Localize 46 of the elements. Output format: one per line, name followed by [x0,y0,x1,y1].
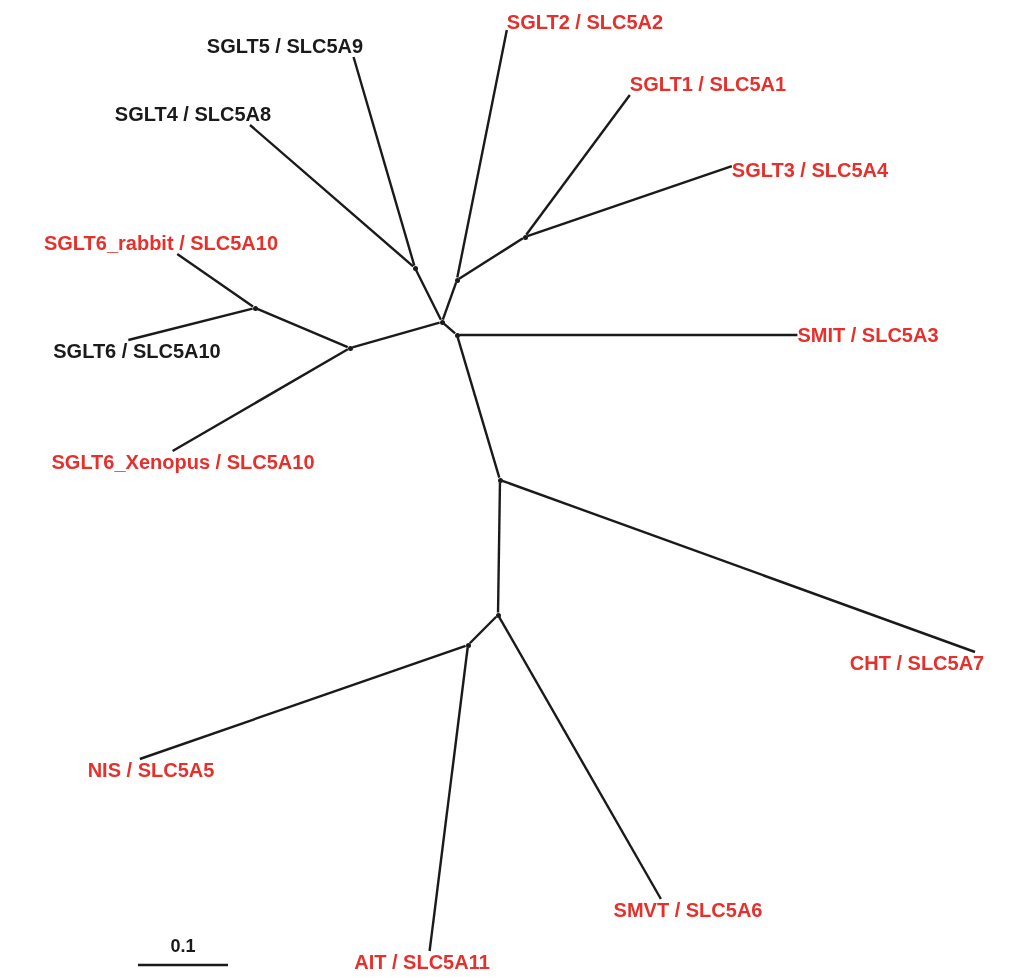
tree-branch [176,253,254,308]
tree-branch [415,269,442,321]
tree-branch [352,56,416,266]
branch-point [497,477,503,483]
tree-branch [256,307,349,349]
taxon-label: SGLT2 / SLC5A2 [506,11,664,33]
tree-branch [525,94,631,236]
tree-branch [501,479,976,654]
taxon-label: SGLT6_Xenopus / SLC5A10 [51,451,315,473]
tree-branch [498,616,662,900]
tree-branch [456,29,508,278]
branch-point [252,305,258,311]
taxon-label: SGLT6_rabbit / SLC5A10 [43,232,279,254]
taxon-label: SMIT / SLC5A3 [797,324,939,346]
branch-point [465,642,471,648]
branch-point [439,319,445,325]
tree-branch [443,322,456,335]
branch-point [522,234,528,240]
tree-branch [496,482,502,613]
taxon-label: SGLT5 / SLC5A9 [206,35,364,57]
tree-branch [456,337,501,478]
tree-branch [458,237,524,280]
tree-branch [459,333,798,337]
taxon-label: SGLT6 / SLC5A10 [53,340,221,362]
tree-branch [428,647,469,952]
tree-branch [441,281,458,321]
tree-branch [352,321,440,349]
tree-branch [468,615,498,645]
branch-point [347,345,353,351]
branch-point [454,277,460,283]
branch-point [412,265,418,271]
taxon-label: AIT / SLC5A11 [354,951,490,973]
taxon-label: SGLT3 / SLC5A4 [731,159,889,181]
branch-point [454,332,460,338]
taxon-label: NIS / SLC5A5 [87,759,215,781]
taxon-label: SMVT / SLC5A6 [613,899,763,921]
tree-branch [139,644,467,761]
taxon-label: SGLT4 / SLC5A8 [114,103,272,125]
tree-branch [172,348,349,453]
tree-branch [249,124,414,268]
taxon-label: SGLT1 / SLC5A1 [629,73,787,95]
taxon-label: CHT / SLC5A7 [849,652,985,674]
tree-branch [527,164,733,238]
branch-point [495,612,501,618]
scale-label: 0.1 [170,935,196,957]
tree-branch [128,307,253,342]
